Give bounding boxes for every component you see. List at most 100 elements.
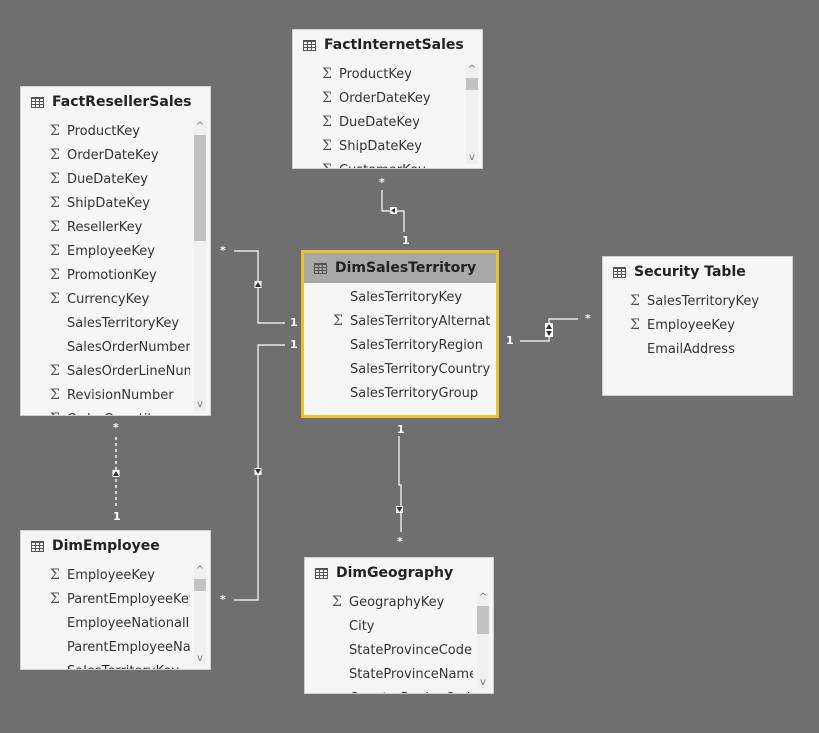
scroll-up-icon[interactable]: ^ xyxy=(478,592,488,603)
field-name: SalesTerritoryRegion xyxy=(350,337,483,353)
field-row[interactable]: SalesTerritoryGroup xyxy=(330,381,490,405)
sigma-icon: Σ xyxy=(50,243,60,259)
scroll-down-icon[interactable]: v xyxy=(480,677,486,688)
table-header[interactable]: DimSalesTerritory xyxy=(304,253,496,283)
scrollbar-thumb[interactable] xyxy=(466,78,478,90)
sigma-icon: Σ xyxy=(50,147,60,163)
scroll-down-icon[interactable]: v xyxy=(197,653,203,664)
rel-territory-geography[interactable] xyxy=(398,436,402,532)
field-row[interactable]: SalesTerritoryKey xyxy=(47,659,190,670)
rel-arrow-mark xyxy=(113,471,119,476)
field-row[interactable]: SalesTerritoryKey xyxy=(330,285,490,309)
cardinality-many: * xyxy=(397,535,403,548)
field-name: CountryRegionCode xyxy=(349,691,473,694)
field-row[interactable]: ΣSalesOrderLineNumber xyxy=(47,359,190,383)
field-name: StateProvinceName xyxy=(349,666,473,682)
field-row[interactable]: EmailAddress xyxy=(627,337,786,361)
scroll-up-icon[interactable]: ^ xyxy=(195,121,205,132)
field-name: EmailAddress xyxy=(647,341,735,357)
field-row[interactable]: SalesTerritoryKey xyxy=(47,311,190,335)
table-header[interactable]: FactResellerSales xyxy=(21,87,210,117)
scrollbar[interactable]: ^v xyxy=(194,121,206,411)
scrollbar-thumb[interactable] xyxy=(194,135,206,241)
table-name: FactResellerSales xyxy=(52,94,192,110)
scroll-up-icon[interactable]: ^ xyxy=(467,64,477,75)
scrollbar-thumb[interactable] xyxy=(194,579,206,591)
table-header[interactable]: Security Table xyxy=(603,257,792,287)
field-row[interactable]: ParentEmployeeNationalIDAlternateKey xyxy=(47,635,190,659)
table-header[interactable]: FactInternetSales xyxy=(293,30,482,60)
field-row[interactable]: ΣOrderQuantity xyxy=(47,407,190,415)
sigma-icon: Σ xyxy=(322,90,332,106)
rel-arrow-mark xyxy=(255,282,261,287)
scroll-down-icon[interactable]: v xyxy=(197,399,203,410)
field-name: SalesTerritoryKey xyxy=(67,664,179,670)
field-row[interactable]: SalesTerritoryCountry xyxy=(330,357,490,381)
scroll-down-icon[interactable]: v xyxy=(469,152,475,163)
field-row[interactable]: StateProvinceName xyxy=(329,662,473,686)
field-row[interactable]: Σ OrderDateKey xyxy=(47,143,190,167)
rel-arrow-mark xyxy=(391,208,395,213)
sigma-icon: Σ xyxy=(50,363,60,379)
scrollbar[interactable]: ^v xyxy=(466,64,478,164)
field-name: ResellerKey xyxy=(67,219,143,235)
rel-arrow-mark xyxy=(255,469,261,474)
table-header[interactable]: DimEmployee xyxy=(21,531,210,561)
field-row[interactable]: CountryRegionCode xyxy=(329,686,473,694)
sigma-icon: Σ xyxy=(322,138,332,154)
table-icon xyxy=(31,540,44,552)
field-name: CustomerKey xyxy=(339,163,426,169)
scrollbar-thumb[interactable] xyxy=(477,606,489,634)
cardinality-many: * xyxy=(220,244,226,257)
sigma-icon: Σ xyxy=(630,293,640,309)
cardinality-one: 1 xyxy=(290,316,298,329)
field-name: EmployeeKey xyxy=(647,317,735,333)
field-row[interactable]: City xyxy=(329,614,473,638)
field-row[interactable]: EmployeeNationalIDAlternateKey xyxy=(47,611,190,635)
table-header[interactable]: DimGeography xyxy=(305,558,493,588)
cardinality-many: * xyxy=(379,176,385,189)
scroll-up-icon[interactable]: ^ xyxy=(195,565,205,576)
field-row[interactable]: SalesTerritoryRegion xyxy=(330,333,490,357)
scrollbar[interactable]: ^v xyxy=(477,592,489,689)
field-row[interactable]: ΣCustomerKey xyxy=(319,158,462,169)
field-row[interactable]: StateProvinceCode xyxy=(329,638,473,662)
cardinality-one: 1 xyxy=(290,338,298,351)
field-name: OrderDateKey xyxy=(67,147,159,163)
scrollbar[interactable]: ^v xyxy=(194,565,206,665)
field-name: SalesOrderNumber xyxy=(67,339,190,355)
sigma-icon: Σ xyxy=(50,591,60,607)
field-name: DueDateKey xyxy=(67,171,148,187)
field-row[interactable]: SalesOrderNumber xyxy=(47,335,190,359)
field-row[interactable]: ΣSalesTerritoryAlternateKey xyxy=(330,309,490,333)
